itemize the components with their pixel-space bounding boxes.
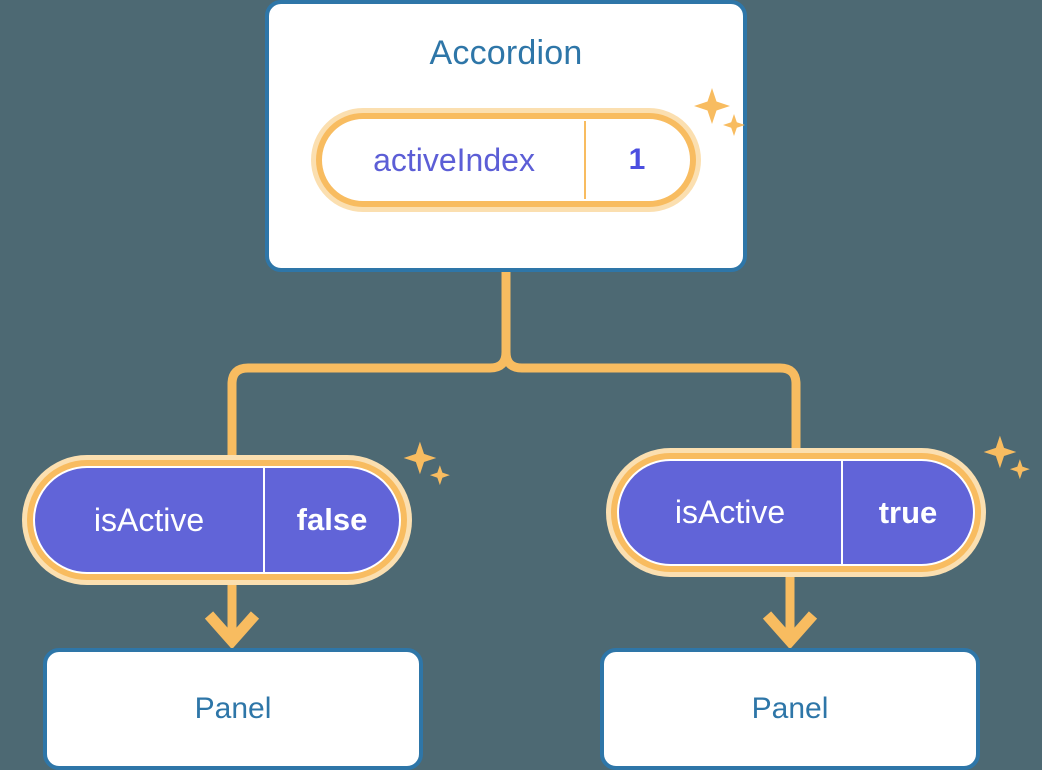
component-card-panel-right[interactable]: Panel [600, 648, 980, 770]
panel-label: Panel [194, 692, 272, 725]
state-pill-active-index[interactable]: activeIndex 1 [311, 108, 701, 212]
state-pill-is-active-true[interactable]: isActive true [606, 448, 986, 577]
arrow-down-icon-right [762, 611, 818, 650]
component-card-panel-left[interactable]: Panel [43, 648, 423, 770]
state-pill-body: isActive false [33, 466, 401, 574]
state-pill-is-active-false[interactable]: isActive false [22, 455, 412, 585]
state-value-label: true [841, 461, 973, 564]
panel-label: Panel [751, 692, 829, 725]
connector-branch-right [501, 351, 801, 456]
page-title: Accordion [429, 34, 583, 72]
state-key-label: isActive [93, 501, 205, 538]
state-pill-body: activeIndex 1 [322, 119, 690, 201]
state-value-label: 1 [628, 143, 646, 176]
state-pill-body: isActive true [617, 459, 975, 566]
state-key-label: isActive [674, 494, 786, 530]
state-key-label: activeIndex [324, 121, 586, 199]
arrow-down-icon-left [204, 611, 260, 650]
connector-branch-left [227, 351, 511, 462]
state-value-label: false [263, 468, 399, 572]
